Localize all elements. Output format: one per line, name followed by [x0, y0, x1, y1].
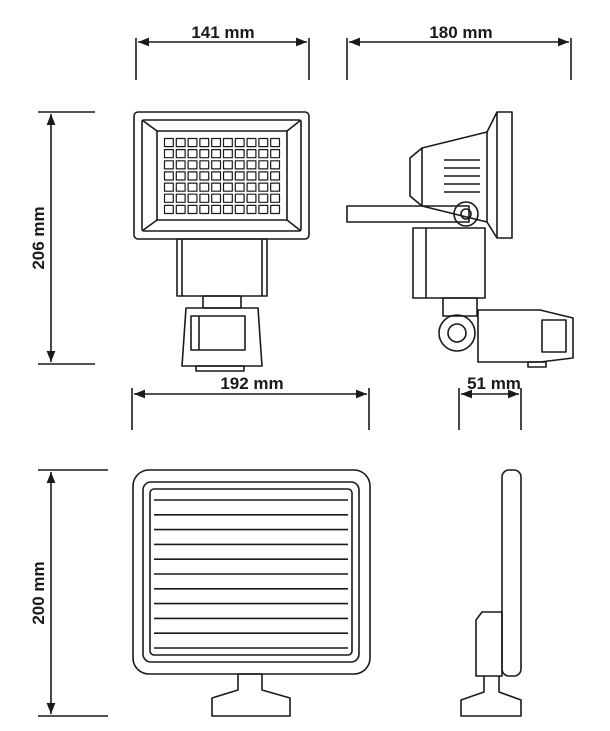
led-cell	[246, 182, 257, 192]
dim-lamp-front-width	[135, 37, 310, 80]
led-cell	[199, 149, 210, 159]
led-cell	[187, 149, 198, 159]
led-cell	[246, 137, 257, 148]
led-grid	[163, 137, 281, 215]
led-cell	[163, 137, 174, 148]
led-cell	[246, 204, 257, 215]
lamp-side-view	[346, 111, 574, 368]
solar-panel-side-view	[460, 469, 522, 717]
panel-height-label: 200 mm	[29, 561, 48, 624]
led-cell	[211, 182, 222, 192]
panel-depth-label: 51 mm	[467, 374, 521, 393]
panel-slats	[154, 499, 348, 649]
dim-lamp-side-depth	[346, 37, 572, 80]
led-cell	[175, 193, 186, 203]
led-cell	[234, 204, 245, 215]
lamp-side-depth-label: 180 mm	[429, 23, 492, 42]
led-cell	[234, 193, 245, 203]
led-cell	[175, 137, 186, 148]
led-cell	[187, 137, 198, 148]
solar-panel-front-view	[132, 469, 371, 717]
led-cell	[246, 160, 257, 170]
led-cell	[163, 171, 174, 181]
led-cell	[163, 149, 174, 159]
led-cell	[211, 160, 222, 170]
led-cell	[270, 160, 281, 170]
led-cell	[199, 182, 210, 192]
dim-panel-height	[38, 469, 108, 717]
led-cell	[258, 160, 269, 170]
led-cell	[234, 171, 245, 181]
led-cell	[222, 171, 233, 181]
led-cell	[175, 204, 186, 215]
led-cell	[222, 182, 233, 192]
led-cell	[258, 204, 269, 215]
led-cell	[211, 171, 222, 181]
led-cell	[163, 160, 174, 170]
led-cell	[199, 171, 210, 181]
dim-panel-width	[131, 388, 370, 430]
led-cell	[199, 193, 210, 203]
led-cell	[163, 193, 174, 203]
led-cell	[163, 204, 174, 215]
led-cell	[175, 171, 186, 181]
lamp-height-label: 206 mm	[29, 206, 48, 269]
dim-lamp-height	[38, 111, 95, 365]
led-cell	[211, 149, 222, 159]
led-cell	[187, 193, 198, 203]
led-cell	[211, 204, 222, 215]
led-cell	[187, 160, 198, 170]
led-cell	[258, 149, 269, 159]
led-cell	[270, 171, 281, 181]
led-cell	[222, 137, 233, 148]
dim-panel-depth	[458, 388, 522, 430]
led-cell	[234, 149, 245, 159]
led-cell	[270, 204, 281, 215]
led-cell	[270, 193, 281, 203]
panel-width-label: 192 mm	[220, 374, 283, 393]
led-cell	[163, 182, 174, 192]
led-cell	[258, 182, 269, 192]
led-cell	[187, 171, 198, 181]
led-cell	[270, 182, 281, 192]
led-cell	[258, 171, 269, 181]
led-cell	[258, 193, 269, 203]
led-cell	[234, 160, 245, 170]
led-cell	[246, 171, 257, 181]
led-cell	[222, 149, 233, 159]
lamp-front-view	[133, 111, 310, 372]
led-cell	[258, 137, 269, 148]
led-cell	[175, 182, 186, 192]
led-cell	[211, 193, 222, 203]
led-cell	[234, 182, 245, 192]
led-cell	[222, 160, 233, 170]
led-cell	[270, 137, 281, 148]
led-cell	[175, 160, 186, 170]
led-cell	[199, 160, 210, 170]
lamp-front-width-label: 141 mm	[191, 23, 254, 42]
led-cell	[175, 149, 186, 159]
led-cell	[187, 182, 198, 192]
led-cell	[211, 137, 222, 148]
led-cell	[246, 193, 257, 203]
led-cell	[246, 149, 257, 159]
led-cell	[222, 193, 233, 203]
led-cell	[270, 149, 281, 159]
led-cell	[199, 137, 210, 148]
led-cell	[222, 204, 233, 215]
led-cell	[187, 204, 198, 215]
led-cell	[234, 137, 245, 148]
led-cell	[199, 204, 210, 215]
